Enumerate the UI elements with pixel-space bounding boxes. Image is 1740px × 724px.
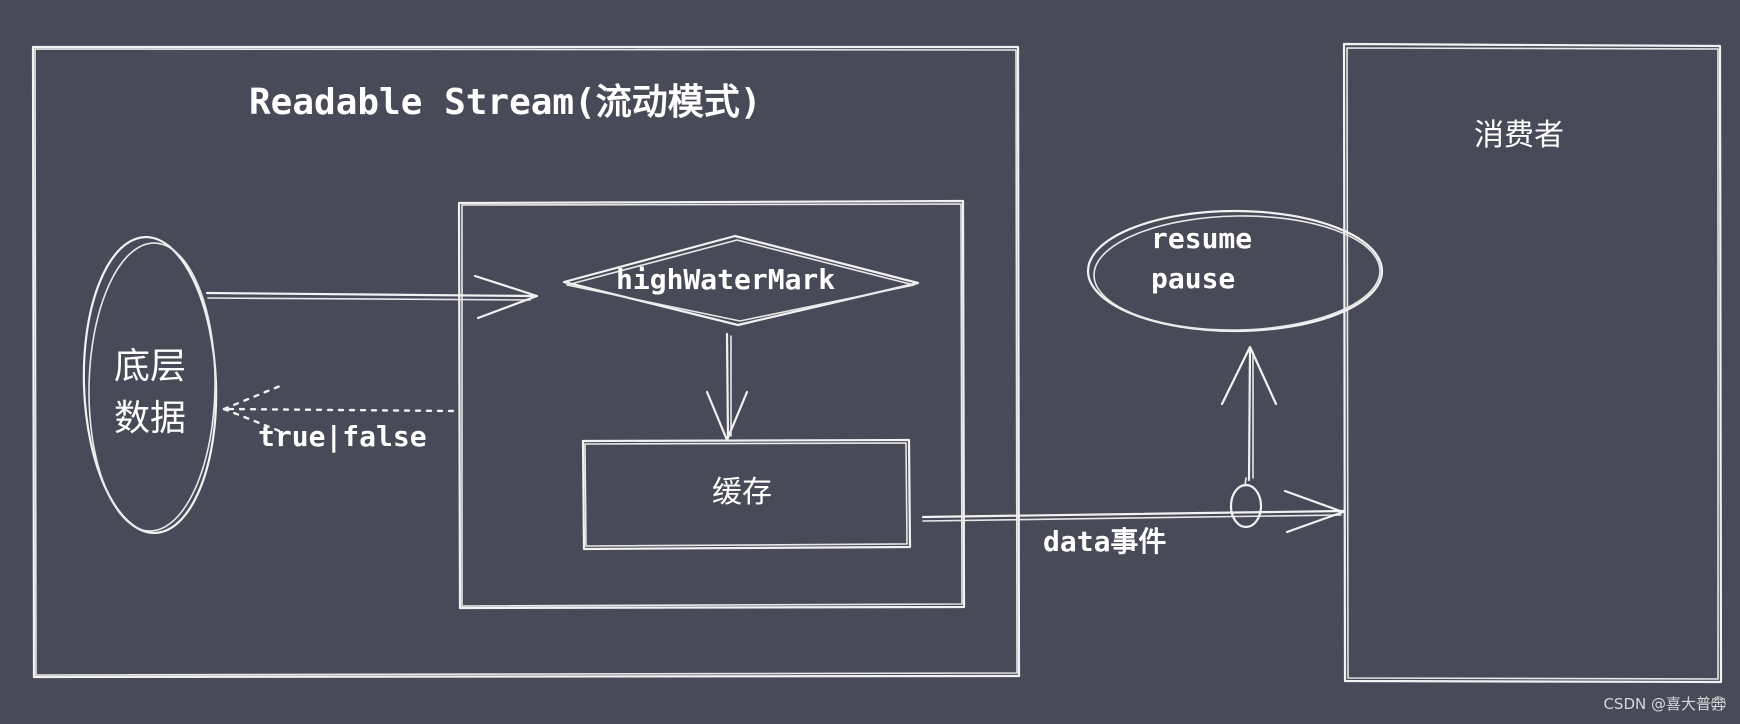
resume-label: resume [1151, 222, 1253, 255]
arrow-decision-to-buffer [705, 332, 749, 442]
source-data-ellipse [82, 235, 218, 535]
source-label-line1: 底层 [114, 346, 187, 387]
source-label-line2: 数据 [114, 398, 187, 439]
return-value-label: true|false [258, 420, 427, 453]
arrow-up-to-control [1220, 345, 1278, 482]
arrow-source-to-decision [205, 274, 539, 320]
buffer-label: 缓存 [712, 475, 772, 510]
consumer-label: 消费者 [1474, 118, 1564, 153]
arrow-buffer-to-consumer [921, 489, 1345, 534]
high-water-mark-label: highWaterMark [616, 263, 836, 296]
buffer-box [581, 438, 912, 551]
return-dotted-arrow [222, 384, 455, 434]
consumer-box [1342, 42, 1723, 684]
event-tap-circle [1229, 477, 1263, 529]
csdn-watermark: CSDN @喜大普奔⃝⃝ [1603, 695, 1726, 713]
inner-container-box [457, 199, 966, 610]
data-event-label: data事件 [1043, 525, 1167, 558]
readable-stream-box [31, 45, 1021, 679]
pause-label: pause [1151, 262, 1236, 295]
stream-title: Readable Stream(流动模式) [249, 82, 762, 123]
control-ellipse [1086, 209, 1384, 333]
high-water-mark-diamond [562, 234, 920, 327]
